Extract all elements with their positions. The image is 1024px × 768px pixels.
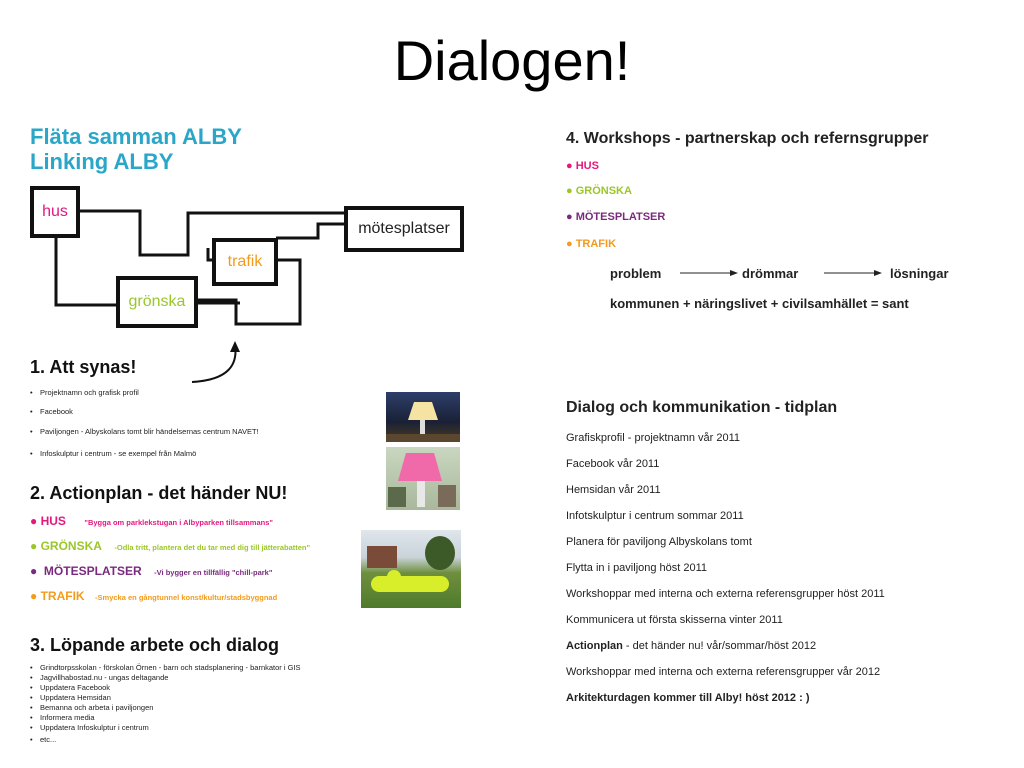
section1-item: Facebook xyxy=(30,407,73,416)
action-item-motesplatser: ● MÖTESPLATSER -Vi bygger en tillfällig … xyxy=(30,562,272,580)
section1-item: Paviljongen - Albyskolans tomt blir händ… xyxy=(30,427,259,436)
box-gronska-label: grönska xyxy=(128,293,186,310)
flow-drommar: drömmar xyxy=(742,266,799,281)
timeline-item-bold: Actionplan xyxy=(566,640,623,652)
timeline-item: Arkitekturdagen kommer till Alby! höst 2… xyxy=(566,692,809,704)
workshop-tag-hus: ● HUS xyxy=(566,160,599,172)
flow-arrow-icon xyxy=(680,270,738,276)
action-item-hus: ● HUS "Bygga om parklekstugan i Albypark… xyxy=(30,512,273,530)
pink-lamp-photo xyxy=(386,447,460,510)
section3-heading: 3. Löpande arbete och dialog xyxy=(30,635,280,655)
box-trafik-label: trafik xyxy=(227,253,263,270)
action-tag-hus: ● HUS xyxy=(30,514,66,528)
section3-item: Uppdatera Hemsidan xyxy=(30,693,111,702)
action-note-motesplatser: -Vi bygger en tillfällig "chill-park" xyxy=(154,568,273,577)
flow-arrow-icon xyxy=(824,270,882,276)
workshop-equation: kommunen + näringslivet + civilsamhället… xyxy=(610,296,909,311)
box-hus-label: hus xyxy=(42,203,68,220)
timeline-item: Workshoppar med interna och externa refe… xyxy=(566,666,880,678)
workshops-heading: 4. Workshops - partnerskap och refernsgr… xyxy=(566,130,929,147)
flow-losningar: lösningar xyxy=(890,266,949,281)
timeline-item-text: Infotskulptur i centrum sommar 2011 xyxy=(566,510,744,522)
box-hus: hus xyxy=(30,186,80,238)
timeline-item: Grafiskprofil - projektnamn vår 2011 xyxy=(566,432,740,444)
workshop-tag-motesplatser: ● MÖTESPLATSER xyxy=(566,211,666,223)
action-item-gronska: ● GRÖNSKA -Odla tritt, plantera det du t… xyxy=(30,537,310,555)
timeline-item: Infotskulptur i centrum sommar 2011 xyxy=(566,510,744,522)
action-tag-motesplatser: ● MÖTESPLATSER xyxy=(30,564,142,578)
action-note-trafik: -Smycka en gångtunnel konst/kultur/stads… xyxy=(95,593,278,602)
box-motesplatser: mötesplatser xyxy=(344,206,464,252)
section1-heading: 1. Att synas! xyxy=(30,357,137,377)
action-note-hus: "Bygga om parklekstugan i Albyparken til… xyxy=(84,518,273,527)
workshop-tag-gronska: ● GRÖNSKA xyxy=(566,185,632,197)
section3-item: Informera media xyxy=(30,713,95,722)
timeline-item: Actionplan - det händer nu! vår/sommar/h… xyxy=(566,640,816,652)
box-gronska: grönska xyxy=(116,276,198,328)
timeline-item-text: Hemsidan vår 2011 xyxy=(566,484,661,496)
action-tag-trafik: ● TRAFIK xyxy=(30,589,85,603)
timeline-item-text: Workshoppar med interna och externa refe… xyxy=(566,666,881,678)
section3-item: Jagvillhabostad.nu - ungas deltagande xyxy=(30,673,168,682)
flow-problem: problem xyxy=(610,266,662,281)
brand-title: Fläta samman ALBY Linking ALBY xyxy=(30,124,242,174)
timeline-item: Facebook vår 2011 xyxy=(566,458,659,470)
timeline-item-text: Flytta in i paviljong höst 2011 xyxy=(566,562,708,574)
timeline-item: Hemsidan vår 2011 xyxy=(566,484,661,496)
timeline-heading: Dialog och kommunikation - tidplan xyxy=(566,399,838,416)
box-motesplatser-label: mötesplatser xyxy=(358,220,450,237)
timeline-item: Workshoppar med interna och externa refe… xyxy=(566,588,885,600)
section3-item: Uppdatera Facebook xyxy=(30,683,110,692)
chill-park-photo xyxy=(361,530,461,608)
box-trafik: trafik xyxy=(212,238,278,286)
timeline-item-text: Workshoppar med interna och externa refe… xyxy=(566,588,885,600)
timeline-item-text: - det händer nu! vår/sommar/höst 2012 xyxy=(622,640,817,652)
timeline-item: Flytta in i paviljong höst 2011 xyxy=(566,562,707,574)
section2-heading: 2. Actionplan - det händer NU! xyxy=(30,483,288,503)
section1-item: Projektnamn och grafisk profil xyxy=(30,388,139,397)
brand-line-1: Fläta samman ALBY xyxy=(30,124,242,149)
timeline-item-bold: Arkitekturdagen kommer till Alby! höst 2… xyxy=(566,692,810,704)
section3-item: Bemanna och arbeta i paviljongen xyxy=(30,703,153,712)
timeline-item-text: Grafiskprofil - projektnamn vår 2011 xyxy=(566,432,741,444)
section3-item: Uppdatera Infoskulptur i centrum xyxy=(30,723,149,732)
action-note-gronska: -Odla tritt, plantera det du tar med dig… xyxy=(114,543,311,552)
timeline-item: Kommunicera ut första skisserna vinter 2… xyxy=(566,614,783,626)
brand-line-2: Linking ALBY xyxy=(30,149,174,174)
slide-title: Dialogen! xyxy=(393,29,631,92)
section3-item: Grindtorpsskolan - förskolan Örnen - bar… xyxy=(30,663,301,672)
timeline-item-text: Facebook vår 2011 xyxy=(566,458,660,470)
section1-item: Infoskulptur i centrum - se exempel från… xyxy=(30,449,196,458)
timeline-item-text: Kommunicera ut första skisserna vinter 2… xyxy=(566,614,783,626)
lamp-night-photo xyxy=(386,392,460,442)
section3-item: etc... xyxy=(30,735,56,744)
action-item-trafik: ● TRAFIK -Smycka en gångtunnel konst/kul… xyxy=(30,587,277,605)
timeline-item-text: Planera för paviljong Albyskolans tomt xyxy=(566,536,752,548)
workshop-tag-trafik: ● TRAFIK xyxy=(566,238,617,250)
timeline-item: Planera för paviljong Albyskolans tomt xyxy=(566,536,752,548)
action-tag-gronska: ● GRÖNSKA xyxy=(30,539,102,553)
connector-lines xyxy=(54,209,348,383)
